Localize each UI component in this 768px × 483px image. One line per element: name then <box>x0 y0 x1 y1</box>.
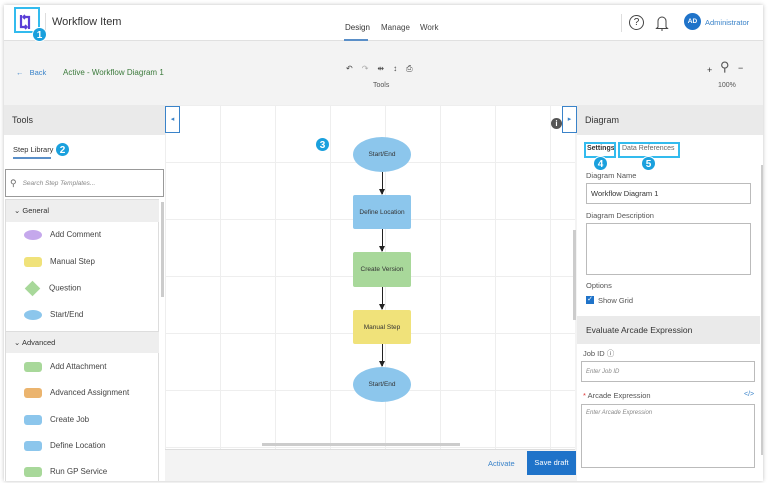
nav-manage[interactable]: Manage <box>381 23 410 32</box>
badge-3: 3 <box>315 137 330 152</box>
avatar[interactable]: AD <box>684 13 701 30</box>
nav-design[interactable]: Design <box>345 23 370 32</box>
badge-4: 4 <box>593 156 608 171</box>
ellipse-shape-icon <box>24 310 42 320</box>
diagram-panel-title: Diagram <box>577 105 763 135</box>
zoom-icon[interactable]: ⚲ <box>720 59 730 74</box>
align-vertical-icon[interactable]: ↕ <box>393 64 398 73</box>
group-advanced-header[interactable]: ⌄ Advanced <box>6 331 159 353</box>
diagram-node-define-location[interactable]: Define Location <box>353 195 411 229</box>
diagram-description-field[interactable] <box>586 223 751 275</box>
job-id-input[interactable]: Enter Job ID <box>581 361 755 382</box>
rect-shape-icon <box>24 257 42 267</box>
collapse-right-button[interactable]: ▸ <box>562 106 577 133</box>
diagram-name-field[interactable]: Workflow Diagram 1 <box>586 183 751 204</box>
undo-icon[interactable]: ↶ <box>346 64 353 73</box>
status-title: Active - Workflow Diagram 1 <box>63 68 164 77</box>
diagram-name-label: Diagram Name <box>586 171 637 180</box>
search-icon: ⚲ <box>10 177 17 188</box>
tools-toolbar: ↶ ↷ ⇹ ↕ ⎙ <box>346 64 413 74</box>
list-item[interactable]: Define Location <box>24 441 106 451</box>
list-item[interactable]: Question <box>24 280 81 297</box>
list-item[interactable]: Start/End <box>24 310 83 320</box>
list-item[interactable]: Run GP Service <box>24 467 107 477</box>
panel-scrollbar[interactable] <box>761 165 763 455</box>
collapse-left-button[interactable]: ◂ <box>165 106 180 133</box>
info-icon[interactable]: ⓘ <box>606 349 615 358</box>
rect-shape-icon <box>24 362 42 372</box>
code-icon[interactable]: </> <box>744 391 755 398</box>
list-item[interactable]: Manual Step <box>24 257 95 267</box>
zoom-level: 100% <box>718 82 736 89</box>
badge-2: 2 <box>55 142 70 157</box>
rect-shape-icon <box>24 467 42 477</box>
zoom-in-button[interactable]: + <box>707 65 713 75</box>
badge-1: 1 <box>32 27 47 42</box>
save-draft-button[interactable]: Save draft <box>527 451 576 475</box>
library-scrollbar[interactable] <box>161 202 164 297</box>
tab-step-library[interactable]: Step Library <box>13 145 54 154</box>
app-header: Workflow Item Design Manage Work ? AD Ad… <box>4 5 763 41</box>
arcade-expression-label: * Arcade Expression <box>583 391 651 400</box>
rect-shape-icon <box>24 441 42 451</box>
diagram-panel: Diagram Settings Data References Diagram… <box>577 105 763 481</box>
group-general-header[interactable]: ⌄ General <box>6 200 159 222</box>
options-label: Options <box>586 281 612 290</box>
canvas-footer <box>165 449 575 481</box>
search-input[interactable]: ⚲ Search Step Templates... <box>5 169 164 197</box>
tools-panel: Tools Step Library ⚲ Search Step Templat… <box>4 105 165 481</box>
diagram-node-create-version[interactable]: Create Version <box>353 252 411 287</box>
list-item[interactable]: Advanced Assignment <box>24 388 129 398</box>
diamond-shape-icon <box>24 280 41 297</box>
help-icon[interactable]: ? <box>629 15 644 30</box>
user-name[interactable]: Administrator <box>705 18 750 27</box>
canvas-v-scrollbar[interactable] <box>573 230 576 320</box>
tab-data-references[interactable]: Data References <box>622 145 675 152</box>
show-grid-checkbox[interactable]: ✓ <box>586 296 594 304</box>
redo-icon[interactable]: ↷ <box>361 64 369 73</box>
canvas-h-scrollbar[interactable] <box>262 443 460 446</box>
back-link[interactable]: ← Back <box>16 68 47 77</box>
align-horizontal-icon[interactable]: ⇹ <box>377 64 385 73</box>
activate-button[interactable]: Activate <box>488 459 515 468</box>
workflow-logo-icon[interactable] <box>14 11 36 33</box>
rect-shape-icon <box>24 388 42 398</box>
zoom-out-button[interactable]: − <box>738 63 744 73</box>
print-icon[interactable]: ⎙ <box>406 64 413 73</box>
arcade-section-header: Evaluate Arcade Expression <box>577 316 760 344</box>
show-grid-label: Show Grid <box>598 296 634 305</box>
arcade-expression-input[interactable]: Enter Arcade Expression <box>581 404 755 468</box>
tools-label: Tools <box>373 82 390 89</box>
diagram-description-label: Diagram Description <box>586 211 654 220</box>
rect-shape-icon <box>24 415 42 425</box>
diagram-node-manual-step[interactable]: Manual Step <box>353 310 411 344</box>
app-title: Workflow Item <box>52 16 122 28</box>
nav-work[interactable]: Work <box>420 23 439 32</box>
job-id-label: Job ID ⓘ <box>583 349 615 358</box>
badge-5: 5 <box>641 156 656 171</box>
tab-settings[interactable]: Settings <box>587 145 615 152</box>
diagram-node-start[interactable]: Start/End <box>353 137 411 172</box>
list-item[interactable]: Add Attachment <box>24 362 106 372</box>
ellipse-shape-icon <box>24 230 42 240</box>
bell-icon[interactable] <box>655 14 669 34</box>
info-icon[interactable]: i <box>551 118 562 129</box>
tools-panel-title: Tools <box>4 105 165 135</box>
diagram-node-end[interactable]: Start/End <box>353 367 411 402</box>
list-item[interactable]: Add Comment <box>24 230 101 240</box>
back-label: Back <box>29 68 47 77</box>
list-item[interactable]: Create Job <box>24 415 89 425</box>
